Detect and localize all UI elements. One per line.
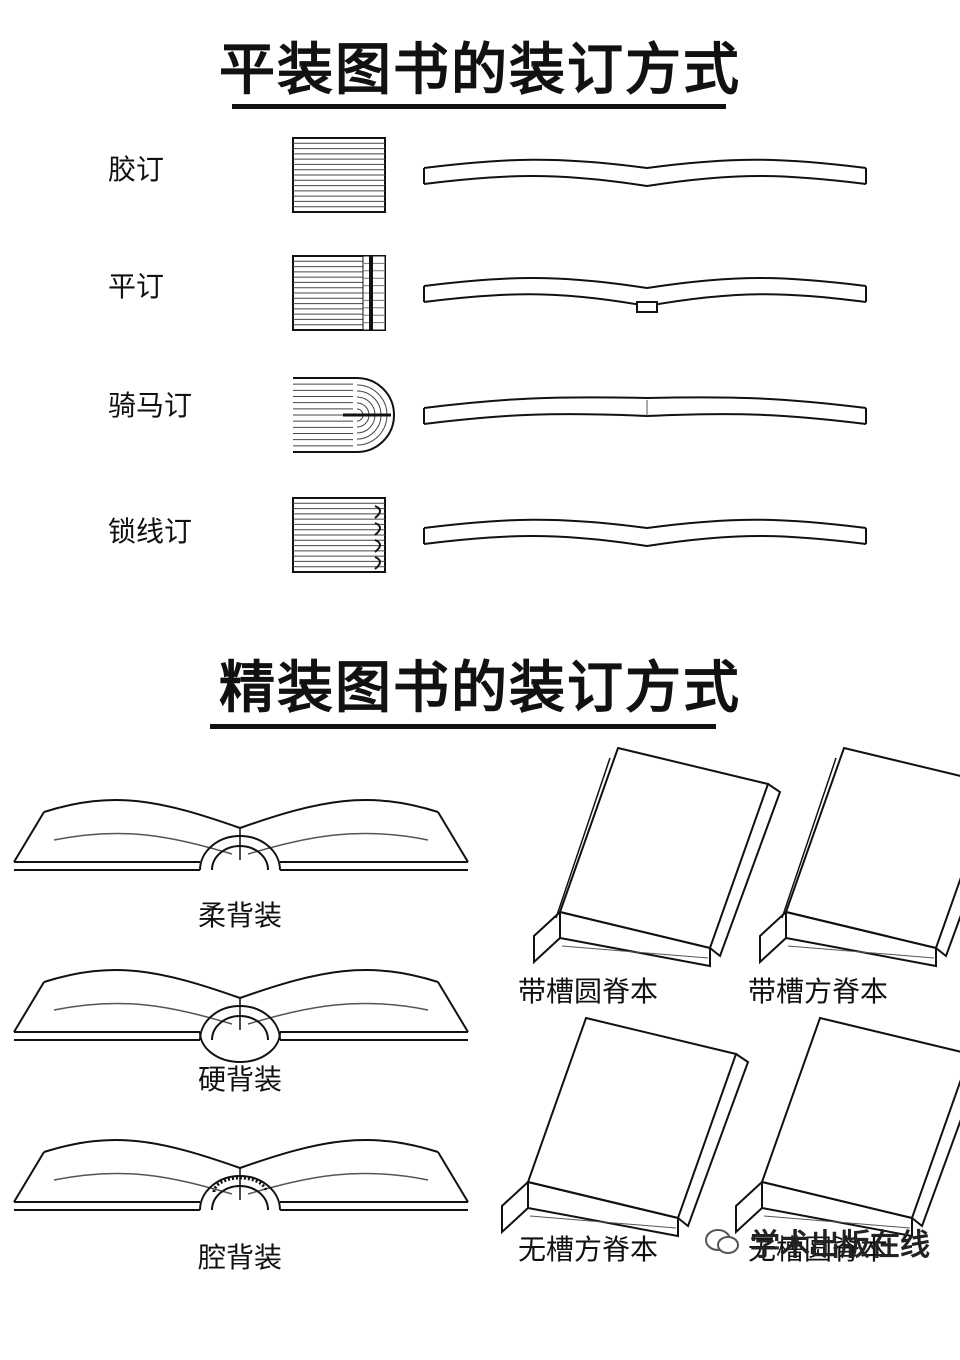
hardcover-illustrations bbox=[13, 746, 960, 1238]
open-book-profile bbox=[423, 158, 867, 188]
hardcover-spine-2 bbox=[13, 969, 469, 1063]
hardcover-book-1 bbox=[533, 746, 782, 968]
spine-label-hollow: 腔背装 bbox=[197, 1241, 283, 1274]
row-label-sewn: 锁线订 bbox=[108, 515, 193, 548]
hardcover-book-4 bbox=[735, 1016, 960, 1238]
section1-title: 平装图书的装订方式 bbox=[0, 42, 960, 109]
row-label-side-stitch: 平订 bbox=[108, 270, 165, 303]
spine-label-hard: 硬背装 bbox=[197, 1063, 283, 1096]
hardcover-spine-3 bbox=[13, 1139, 469, 1211]
book-label-plain-square: 无槽方脊本 bbox=[517, 1233, 659, 1266]
row-label-perfect: 胶订 bbox=[108, 153, 165, 186]
book-label-plain-round: 无槽圆脊本 bbox=[747, 1233, 889, 1266]
book-label-grooved-square: 带槽方脊本 bbox=[747, 975, 889, 1008]
section2-title: 精装图书的装订方式 bbox=[0, 660, 960, 729]
page-block-icon bbox=[292, 497, 386, 573]
page-block-icon bbox=[293, 377, 395, 453]
open-book-profile bbox=[423, 277, 867, 313]
binding-row-2 bbox=[292, 255, 867, 331]
watermark: 学术出版在线 bbox=[704, 1220, 930, 1264]
paperback-illustrations bbox=[292, 137, 867, 573]
binding-row-3 bbox=[293, 377, 867, 453]
hardcover-spine-1 bbox=[13, 799, 469, 871]
book-cover-icon bbox=[558, 746, 770, 950]
page-block-icon bbox=[292, 137, 386, 213]
page-block-icon bbox=[292, 255, 386, 331]
watermark-text: 学术出版在线 bbox=[750, 1228, 930, 1263]
spine-label-flexible: 柔背装 bbox=[197, 899, 283, 932]
title-underline bbox=[210, 724, 716, 729]
book-cover-icon bbox=[526, 1016, 738, 1220]
open-book-profile bbox=[423, 518, 867, 548]
row-label-saddle-stitch: 骑马订 bbox=[108, 389, 193, 422]
title-underline bbox=[232, 104, 726, 109]
hardcover-book-3 bbox=[501, 1016, 750, 1238]
chat-icon bbox=[705, 1229, 739, 1254]
binding-row-4 bbox=[292, 497, 867, 573]
book-cover-icon bbox=[760, 1016, 960, 1220]
hardcover-book-2 bbox=[759, 746, 960, 968]
book-label-grooved-round: 带槽圆脊本 bbox=[517, 975, 659, 1008]
open-book-profile bbox=[423, 396, 867, 425]
binding-row-1 bbox=[292, 137, 867, 213]
